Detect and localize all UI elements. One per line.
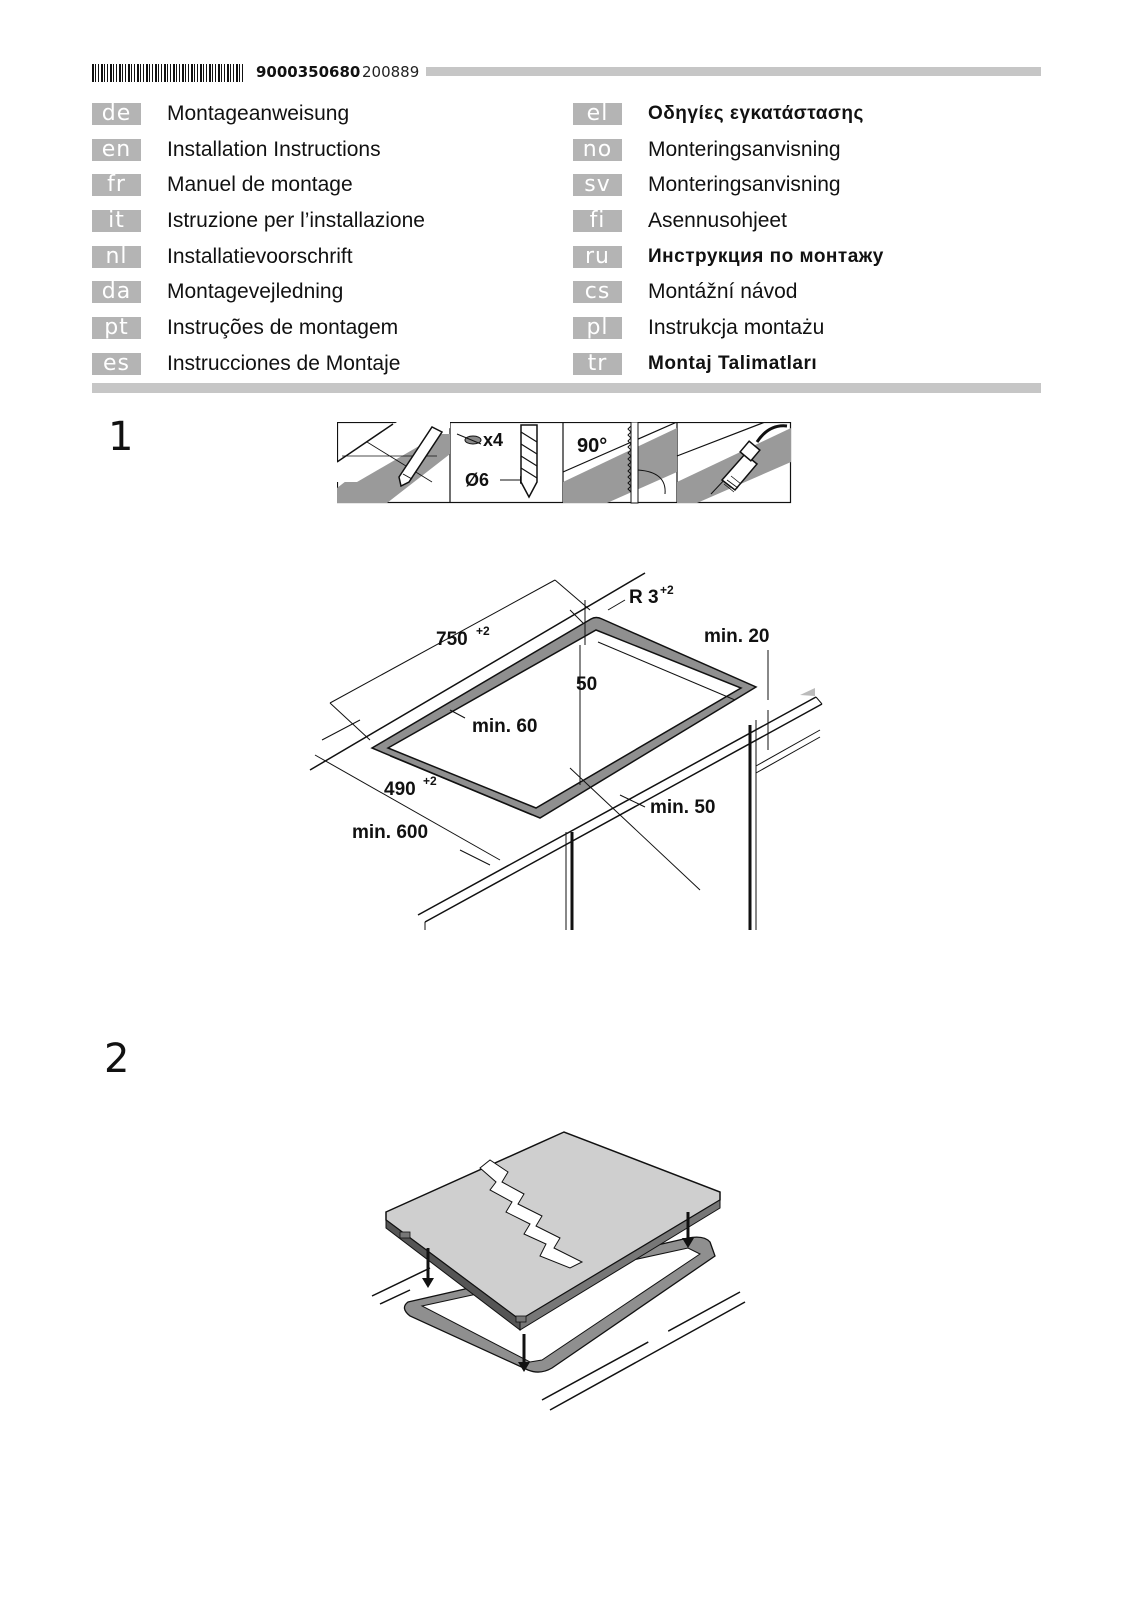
language-row-pt: pt Instruções de montagem — [92, 310, 425, 346]
language-code: el — [573, 102, 622, 125]
hob-insertion-diagram — [371, 1131, 746, 1411]
language-row-no: no Monteringsanvisning — [573, 132, 884, 168]
min-worktop-depth-label: min. 600 — [352, 822, 428, 843]
cutout-width-tolerance: +2 — [476, 624, 490, 638]
hob — [385, 1131, 721, 1332]
drill-count-label: x4 — [483, 430, 503, 450]
language-row-fi: fi Asennusohjeet — [573, 203, 884, 239]
language-title: Manuel de montage — [167, 173, 353, 197]
language-title: Instrucciones de Montaje — [167, 351, 401, 375]
language-code: tr — [573, 352, 622, 375]
language-title: Monteringsanvisning — [648, 137, 841, 161]
language-code: pt — [92, 316, 141, 339]
language-code: nl — [92, 245, 141, 268]
language-title: Montážní návod — [648, 280, 798, 304]
worktop — [371, 1267, 746, 1411]
language-title: Instrukcja montażu — [648, 315, 825, 339]
language-row-pl: pl Instrukcja montażu — [573, 310, 884, 346]
language-title: Installation Instructions — [167, 137, 381, 161]
language-title: Installatievoorschrift — [167, 244, 353, 268]
language-row-de: de Montageanweisung — [92, 96, 425, 132]
language-code: en — [92, 138, 141, 161]
language-code: no — [573, 138, 622, 161]
cutout-depth-label: 490 — [384, 779, 416, 800]
down-arrow-icon — [682, 1212, 694, 1248]
saw-angle-icon: 90° — [562, 422, 678, 504]
language-code: cs — [573, 281, 622, 304]
language-row-nl: nl Installatievoorschrift — [92, 239, 425, 275]
document-number: 9000350680 — [256, 63, 361, 81]
language-code: fi — [573, 209, 622, 232]
cutout-diagram: 750 +2 R 3 +2 min. 20 50 min. 60 490 +2 … — [309, 572, 823, 930]
down-arrow-icon — [422, 1248, 434, 1288]
language-row-cs: cs Montážní návod — [573, 274, 884, 310]
language-list-left: de Montageanweisung en Installation Instru… — [92, 96, 425, 382]
header-bottom-rule — [92, 383, 1041, 393]
min-wall-gap-label: min. 20 — [704, 626, 769, 647]
language-row-it: it Istruzione per l’installazione — [92, 203, 425, 239]
corner-radius-tolerance: +2 — [660, 583, 674, 597]
angle-label: 90° — [577, 435, 607, 457]
barcode — [92, 64, 244, 82]
language-code: ru — [573, 245, 622, 268]
language-title: Monteringsanvisning — [648, 173, 841, 197]
language-code: da — [92, 281, 141, 304]
min-front-gap-label: min. 60 — [472, 716, 537, 737]
language-title: Οδηγίες εγκατάστασης — [648, 102, 864, 124]
language-row-da: da Montagevejledning — [92, 274, 425, 310]
drill-diameter-label: Ø6 — [465, 470, 489, 490]
tool-strip: x4 Ø6 90° — [337, 422, 792, 504]
document-date: 200889 — [362, 63, 420, 81]
min-side-gap-label: min. 50 — [650, 797, 715, 818]
header-rule — [426, 67, 1041, 76]
drill-icon: x4 Ø6 — [456, 424, 538, 499]
language-row-en: en Installation Instructions — [92, 132, 425, 168]
language-row-el: el Οδηγίες εγκατάστασης — [573, 96, 884, 132]
cutout-frame — [370, 616, 758, 819]
brush-sealing-icon — [676, 422, 791, 503]
language-code: fr — [92, 174, 141, 197]
language-row-sv: sv Monteringsanvisning — [573, 167, 884, 203]
dimension-lines — [314, 579, 769, 866]
language-row-es: es Instrucciones de Montaje — [92, 346, 425, 382]
language-row-ru: ru Инструкция по монтажу — [573, 239, 884, 275]
step-number-1: 1 — [108, 414, 134, 460]
language-title: Инструкция по монтажу — [648, 245, 884, 267]
language-code: sv — [573, 174, 622, 197]
language-code: pl — [573, 316, 622, 339]
language-code: it — [92, 209, 141, 232]
language-row-fr: fr Manuel de montage — [92, 167, 425, 203]
down-arrow-icon — [518, 1334, 530, 1372]
language-title: Istruzione per l’installazione — [167, 208, 425, 232]
language-code: es — [92, 352, 141, 375]
language-title: Montaj Talimatları — [648, 352, 818, 374]
step-number-2: 2 — [104, 1036, 130, 1082]
cabinet — [565, 645, 821, 930]
language-title: Instruções de montagem — [167, 315, 399, 339]
cutout-width-label: 750 — [436, 629, 468, 650]
cutout-depth-tolerance: +2 — [423, 774, 437, 788]
rear-gap-label: 50 — [576, 674, 597, 695]
language-code: de — [92, 102, 141, 125]
pencil-marking-icon — [337, 422, 450, 503]
language-title: Asennusohjeet — [648, 208, 787, 232]
language-title: Montagevejledning — [167, 280, 344, 304]
language-row-tr: tr Montaj Talimatları — [573, 346, 884, 382]
language-title: Montageanweisung — [167, 101, 350, 125]
corner-radius-label: R 3 — [629, 587, 659, 608]
